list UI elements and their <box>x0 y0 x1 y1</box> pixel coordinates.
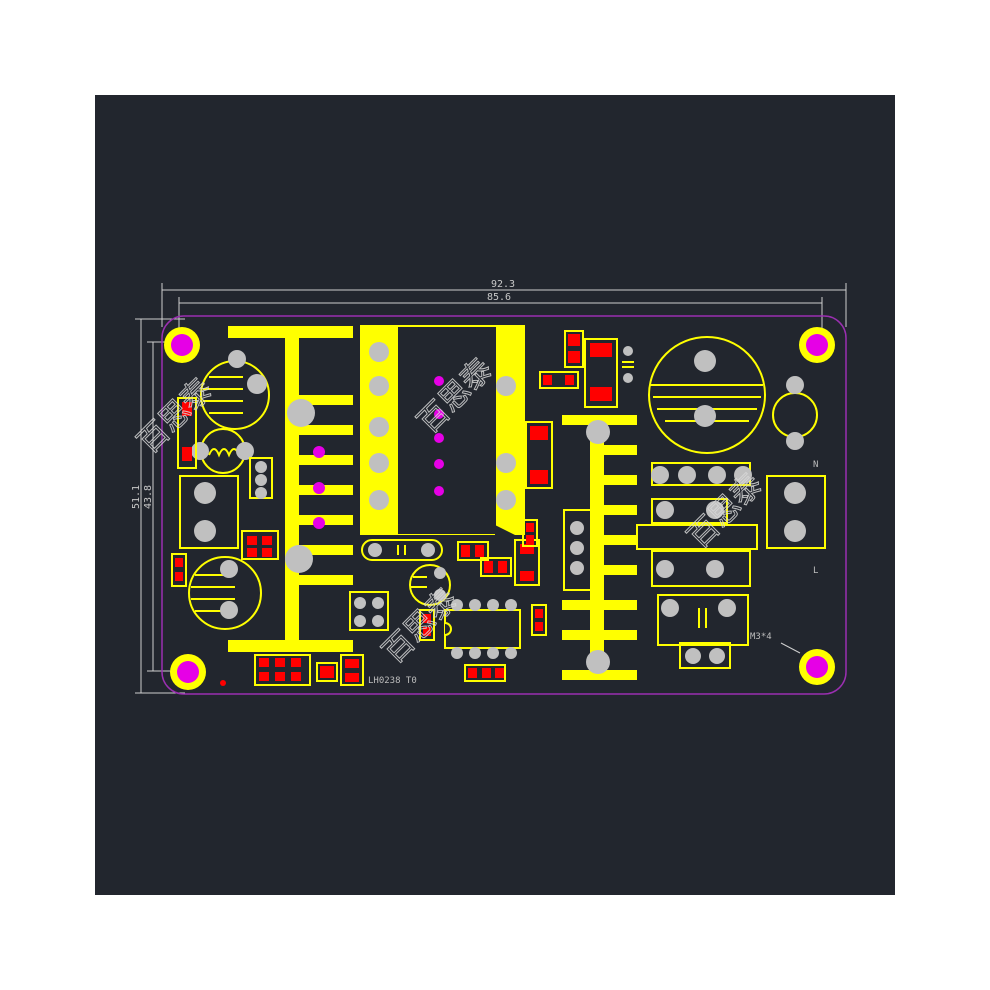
pcb-layout: 92.3 85.6 51.1 43.8 <box>131 279 847 695</box>
transformer-t1 <box>360 325 525 535</box>
terminal-label-bottom: L <box>813 566 818 576</box>
optocoupler <box>349 591 389 631</box>
dimension-width-outer: 92.3 <box>491 279 515 290</box>
board-outline <box>161 315 847 695</box>
board-name: LH0238 T0 <box>368 676 417 686</box>
output-component-holes <box>651 466 752 664</box>
bridge-rectifier <box>179 457 273 549</box>
ic-u1 <box>419 599 547 682</box>
output-components <box>636 462 758 669</box>
heatsink-right <box>562 415 637 680</box>
dimension-lines <box>135 283 847 694</box>
capacitor-y1 <box>361 539 443 561</box>
smd-pads-top <box>525 330 634 489</box>
heatsink-left-pins <box>285 399 325 573</box>
dimension-height-outer: 51.1 <box>131 485 142 509</box>
heatsink-left <box>228 326 353 652</box>
dimension-height-inner: 43.8 <box>143 485 154 509</box>
dimension-width-inner: 85.6 <box>487 292 511 303</box>
mount-hole-label: M3*4 <box>750 632 772 642</box>
smd-pads-bottom <box>220 654 364 686</box>
pcb-viewer: 92.3 85.6 51.1 43.8 <box>95 95 895 895</box>
smd-pads-middle <box>457 519 540 586</box>
terminal-label-top: N <box>813 460 818 470</box>
terminal-block <box>766 475 826 549</box>
mounting-holes <box>164 327 835 690</box>
smd-pads-left <box>171 530 279 587</box>
capacitor-output <box>648 336 766 454</box>
